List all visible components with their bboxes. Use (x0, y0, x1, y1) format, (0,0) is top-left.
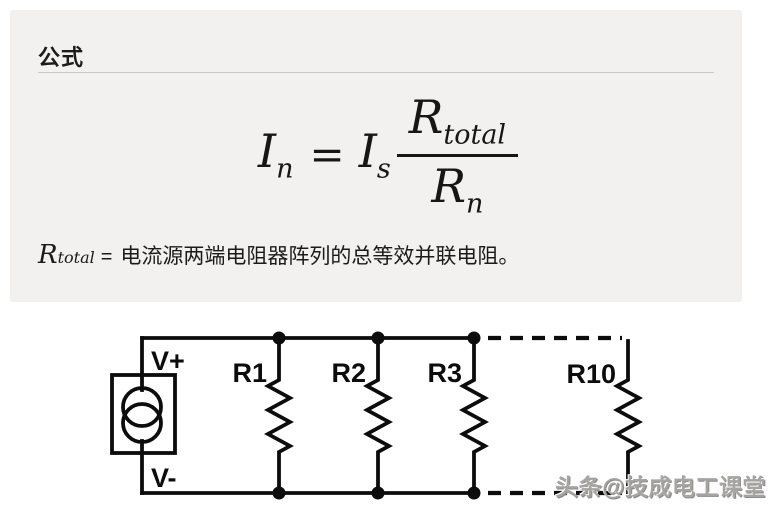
circuit-diagram: V+ V- R1 R2 R3 R10 (110, 331, 643, 500)
numerator-base: R (408, 90, 444, 144)
junction-dot (272, 331, 286, 345)
resistor-r10-label: R10 (566, 359, 616, 389)
resistor-r3-symbol (459, 336, 489, 495)
resistor-r2-symbol (363, 336, 393, 495)
formula-coeff: Is (359, 128, 391, 182)
formula-fraction: Rtotal Rn (396, 90, 519, 218)
numerator-sub: total (443, 119, 507, 151)
current-source-circle-bottom (121, 402, 163, 444)
formula: In = Is Rtotal Rn (22, 92, 754, 218)
resistor-r2-label: R2 (331, 358, 366, 388)
note-equals: = (100, 246, 113, 268)
source-negative-label: V- (151, 463, 177, 493)
junction-dot (371, 486, 385, 500)
junction-dot (467, 331, 481, 345)
junction-dot (467, 486, 481, 500)
junction-dot (371, 331, 385, 345)
formula-lhs-sub: n (276, 152, 294, 184)
formula-row: In = Is Rtotal Rn (258, 90, 519, 218)
denominator-sub: n (466, 188, 484, 220)
fraction-numerator: Rtotal (396, 90, 519, 158)
current-source-box (110, 373, 177, 455)
formula-coeff-sub: s (376, 152, 391, 184)
formula-equals: = (309, 129, 345, 179)
panel-title: 公式 (38, 45, 85, 70)
fraction-denominator: Rn (431, 157, 483, 217)
note-text: 电流源两端电阻器阵列的总等效并联电阻。 (120, 245, 520, 268)
resistor-r10-symbol (613, 339, 643, 497)
resistor-r1-label: R1 (232, 358, 267, 388)
current-source-circle-top (121, 386, 163, 428)
divider (38, 72, 714, 73)
denominator-base: R (431, 159, 467, 214)
source-positive-label: V+ (151, 346, 185, 376)
watermark: 头条@技成电工课堂 (555, 474, 766, 500)
junction-dot (272, 486, 286, 500)
note-var-sub: total (57, 248, 95, 267)
note-var-base: R (38, 240, 58, 270)
resistor-r3-label: R3 (427, 358, 462, 388)
formula-lhs-base: I (257, 123, 277, 178)
formula-lhs: In (258, 128, 294, 182)
formula-coeff-base: I (358, 123, 377, 178)
resistor-r1-symbol (264, 336, 294, 495)
